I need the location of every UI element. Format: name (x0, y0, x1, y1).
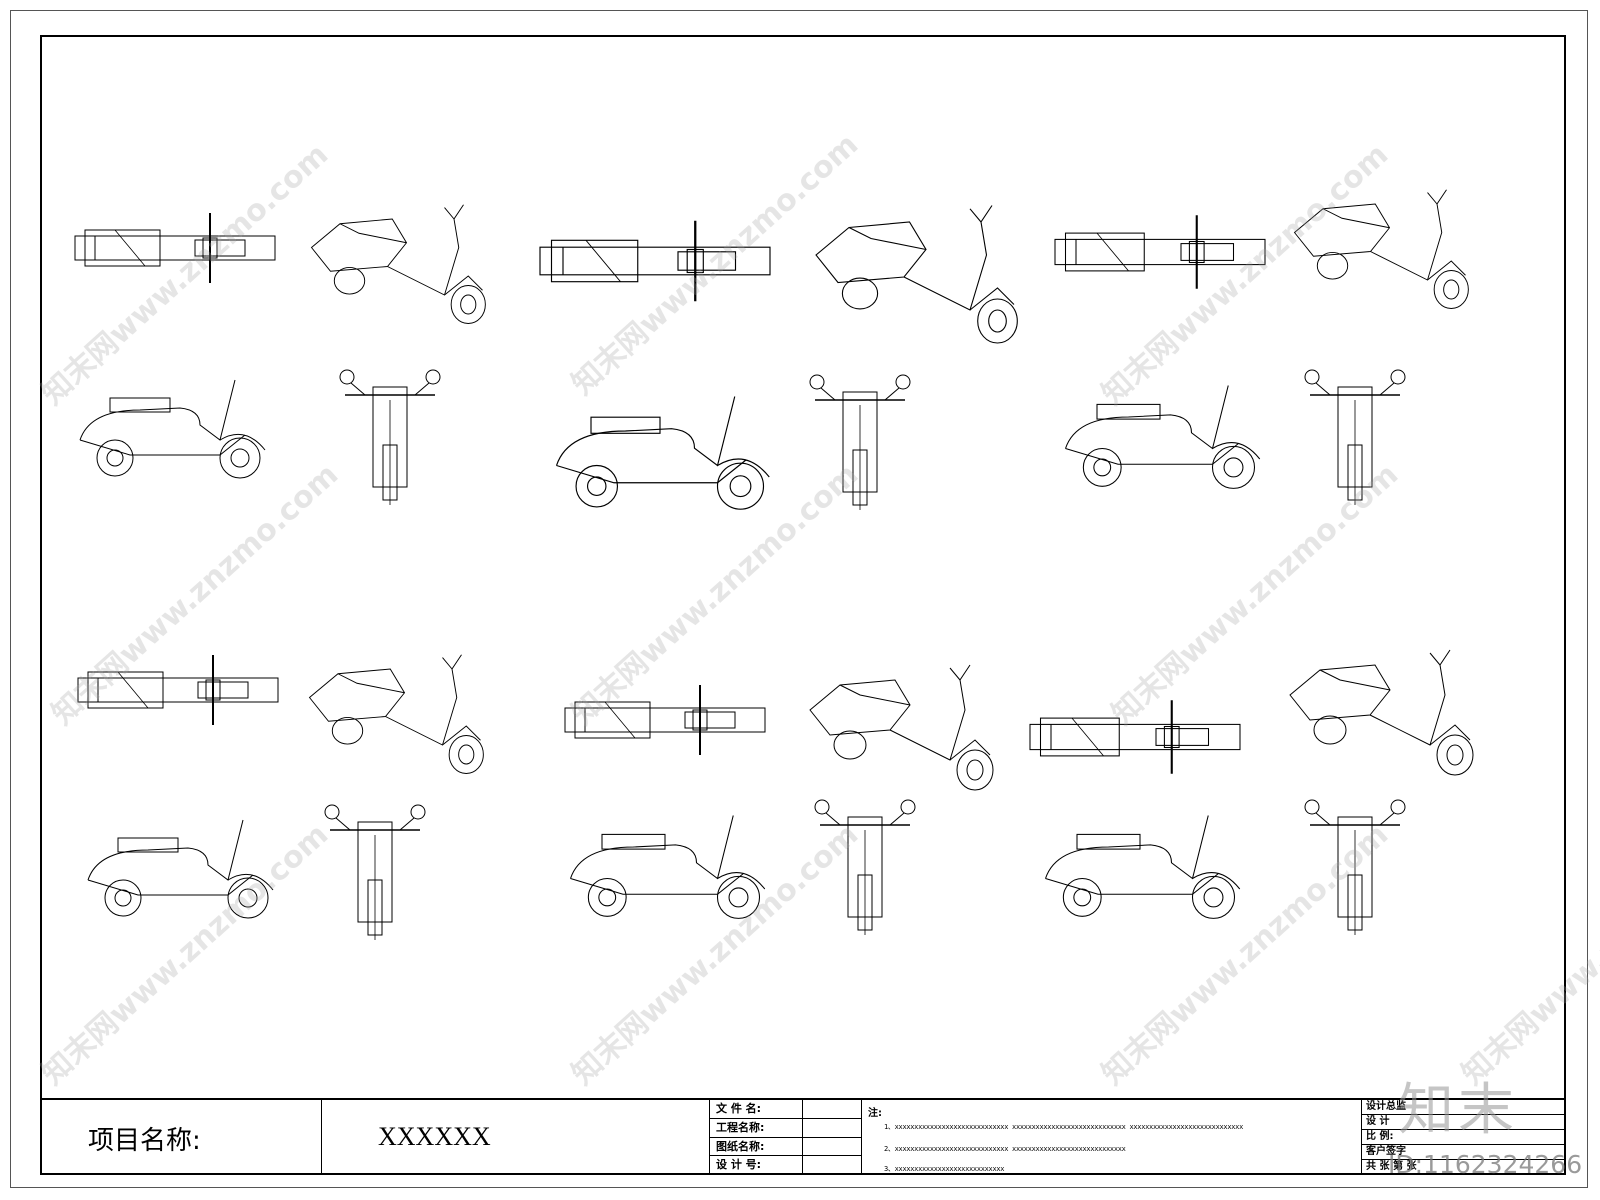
scooter-6-side-view (1045, 815, 1241, 919)
image-id-label: ID:1162324266 (1388, 1150, 1583, 1179)
scooter-6-perspective (1289, 649, 1474, 776)
project-label: 项目名称: (88, 1126, 201, 1156)
title-block: 项目名称: XXXXXX 文 件 名: 工程名称: 图纸名称: 设 计 号: 注… (40, 1098, 1566, 1175)
project-value: XXXXXX (378, 1122, 491, 1151)
scooter-4-top-view (77, 655, 279, 725)
scooter-5-front-view (814, 799, 916, 935)
scooter-3-front-view (1304, 369, 1406, 505)
scooter-6-front-view (1304, 799, 1406, 935)
sign-row-sheet-count: 共 张 第 张 (1366, 1161, 1417, 1172)
note-line-2: 2、xxxxxxxxxxxxxxxxxxxxxxxxxxxxx xxxxxxxx… (884, 1145, 1126, 1153)
scooter-5-top-view (564, 685, 766, 755)
info-row-project-name: 工程名称: (710, 1118, 861, 1138)
project-value-cell: XXXXXX (322, 1100, 710, 1175)
scooter-2-perspective (815, 205, 1018, 344)
scooter-3-side-view (1065, 385, 1261, 489)
scooter-3-top-view (1054, 215, 1266, 289)
scooter-1-side-view (79, 379, 266, 479)
sign-row-scale: 比 例: (1362, 1130, 1566, 1145)
sign-row-designer: 设 计 (1362, 1115, 1566, 1130)
notes-block: 注: 1、xxxxxxxxxxxxxxxxxxxxxxxxxxxxx xxxxx… (862, 1100, 1362, 1175)
scooter-3-perspective (1293, 189, 1469, 309)
info-row-design-number: 设 计 号: (710, 1156, 861, 1175)
scooter-4-perspective (308, 654, 484, 774)
info-row-file-name: 文 件 名: (710, 1100, 861, 1119)
scooter-2-side-view (555, 396, 770, 510)
scooter-4-front-view (324, 804, 426, 940)
scooter-1-front-view (339, 369, 441, 505)
notes-title: 注: (868, 1108, 882, 1119)
scooter-2-front-view (809, 374, 911, 510)
scooter-5-side-view (570, 815, 766, 919)
scooter-6-top-view (1029, 700, 1241, 774)
file-info-block: 文 件 名: 工程名称: 图纸名称: 设 计 号: (710, 1100, 862, 1175)
scooter-1-top-view (74, 213, 276, 283)
drawing-frame (40, 35, 1566, 1175)
scooter-2-top-view (539, 220, 771, 302)
sign-row-client-signature: 客户签字 (1362, 1145, 1566, 1160)
info-row-drawing-name: 图纸名称: (710, 1137, 861, 1157)
znzmo-logo: 知末 (1398, 1078, 1518, 1143)
sign-row-design-director: 设计总监 (1362, 1100, 1566, 1115)
scooter-5-perspective (809, 664, 994, 791)
scooter-1-perspective (310, 204, 486, 324)
note-line-1: 1、xxxxxxxxxxxxxxxxxxxxxxxxxxxxx xxxxxxxx… (884, 1123, 1243, 1131)
signature-block: 设计总监 设 计 比 例: 客户签字 共 张 第 张 (1362, 1100, 1566, 1175)
note-line-3: 3、xxxxxxxxxxxxxxxxxxxxxxxxxxxx (884, 1165, 1005, 1173)
project-label-cell: 项目名称: (40, 1100, 322, 1175)
scooter-4-side-view (87, 819, 274, 919)
sheet-outer-border (10, 10, 1588, 1188)
